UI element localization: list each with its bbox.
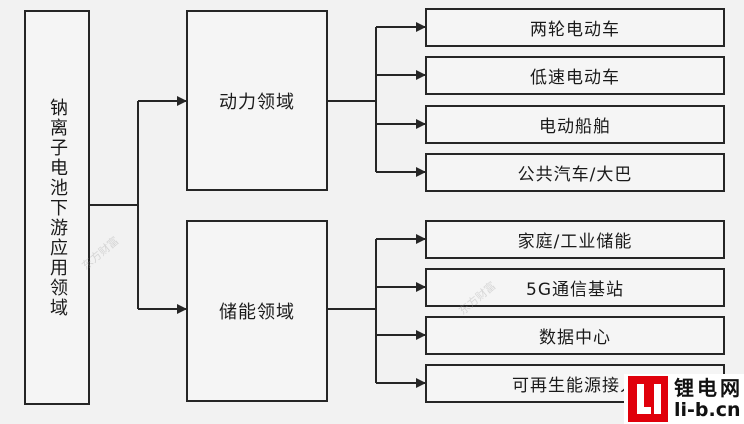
leaf-label: 公共汽车/大巴 bbox=[517, 165, 633, 185]
leaf-node: 公共汽车/大巴 bbox=[425, 153, 725, 192]
leaf-node: 数据中心 bbox=[425, 316, 725, 355]
leaf-label: 电动船舶 bbox=[539, 117, 611, 137]
branch-node-power: 动力领域 bbox=[186, 10, 328, 191]
logo-mark-icon bbox=[628, 376, 668, 422]
leaf-node: 低速电动车 bbox=[425, 56, 725, 95]
leaf-node: 两轮电动车 bbox=[425, 8, 725, 47]
logo-name: 锂电网 bbox=[674, 376, 743, 400]
leaf-label: 家庭/工业储能 bbox=[517, 232, 633, 252]
root-label: 钠离子电池下游应用领域 bbox=[47, 97, 68, 318]
branch-label-power: 动力领域 bbox=[219, 91, 295, 113]
branch-storage-connector bbox=[328, 234, 426, 388]
leaf-node: 5G通信基站 bbox=[425, 268, 725, 307]
branch-power-connector bbox=[328, 22, 426, 177]
branch-node-storage: 储能领域 bbox=[186, 220, 328, 402]
site-logo: 锂电网 li-b.cn bbox=[624, 374, 744, 424]
leaf-label: 两轮电动车 bbox=[530, 20, 620, 40]
leaf-label: 数据中心 bbox=[539, 328, 611, 348]
branch-label-storage: 储能领域 bbox=[219, 302, 295, 323]
leaf-label: 低速电动车 bbox=[530, 68, 620, 88]
leaf-label: 可再生能源接入 bbox=[512, 376, 638, 396]
leaf-node: 电动船舶 bbox=[425, 105, 725, 144]
leaf-label: 5G通信基站 bbox=[526, 280, 624, 300]
logo-url: li-b.cn bbox=[674, 399, 741, 421]
root-node: 钠离子电池下游应用领域 bbox=[24, 10, 90, 405]
root-connector bbox=[90, 96, 187, 314]
leaf-node: 家庭/工业储能 bbox=[425, 220, 725, 259]
